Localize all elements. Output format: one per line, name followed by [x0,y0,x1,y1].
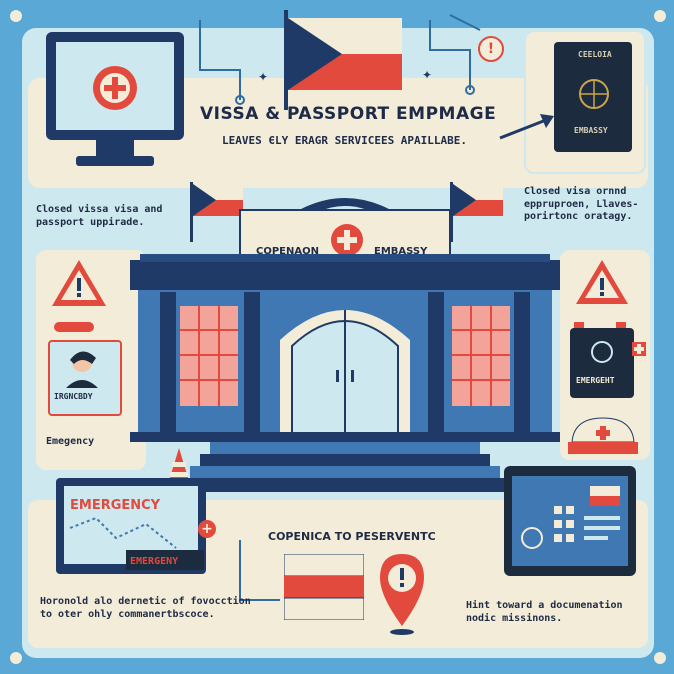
emergency-monitor [56,478,206,574]
embassy-building [130,182,560,492]
map-pin-icon [380,554,424,635]
warning-icon [52,260,106,306]
medical-kit-icon [568,417,638,454]
connector-lines [239,540,280,601]
emergency-small-label: Emegency [46,436,95,447]
center-bottom-title: COPENICA TO PESERVENTC [268,530,436,543]
monitor-icon [46,32,184,166]
monitor-footer: EMERGENY [130,556,179,567]
device-label: EMERGEHT [576,376,615,385]
id-card-label: IRGNCBDY [54,392,93,401]
corner-dot [10,652,22,664]
arrow-right-icon [499,114,554,140]
note-bottom-right: Hint toward a documenation nodic missino… [466,600,623,624]
passport-icon [554,42,632,152]
page-title: VISSA & PASSPORT EMPMAGE [200,104,497,124]
czech-flag-icon [284,10,402,110]
document-device-icon [504,466,636,576]
embassy-sign-right: EMBASSY [374,246,428,257]
corner-dot [654,652,666,664]
note-right-top: Closed visa ornnd eppruproen, Llaves-por… [524,186,639,222]
monitor-title: EMERGENCY [70,498,161,513]
warning-icon [576,260,628,304]
sparkle-icon: ✦ [258,70,269,84]
note-left-top: Closed vissa visa and passport uppirade. [36,204,163,228]
note-bottom-left: Horonold alo dernetic of fovocction to o… [40,596,251,620]
pill-icon [54,322,94,332]
person-icon [66,351,98,388]
page-subtitle: LEAVES ЄLY ERAGR SERVICEES APAILLABE. [222,134,468,147]
alert-badge-icon: ! [478,36,504,62]
embassy-sign-left: COPENAON [256,246,319,257]
plus-badge-icon: + [198,520,216,538]
connector-lines [199,14,481,105]
corner-dot [654,10,666,22]
sparkle-icon: ✦ [422,68,433,82]
flag-icon [284,554,364,620]
device-icon [570,322,646,398]
corner-dot [10,10,22,22]
passport-country: CEELOIA [578,50,612,59]
passport-label: EMBASSY [574,126,608,135]
